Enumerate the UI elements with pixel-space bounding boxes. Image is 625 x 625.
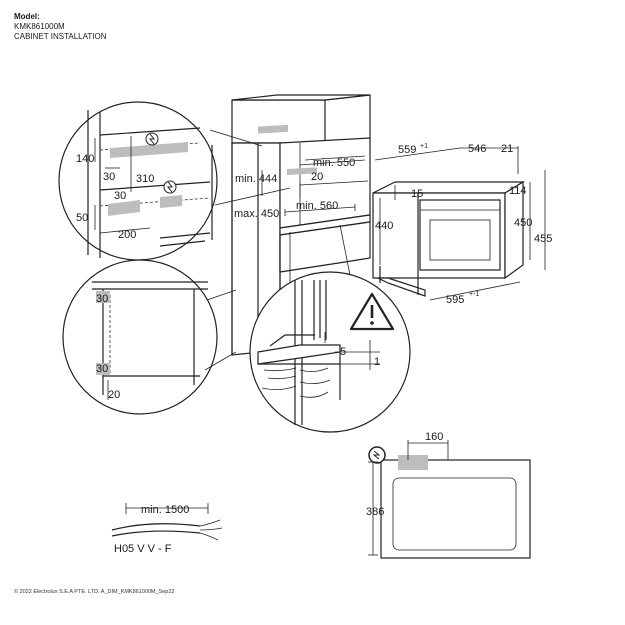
dim-21: 21 bbox=[501, 143, 513, 155]
plug-icon bbox=[163, 180, 177, 194]
cabinet-dimensions: min. 550 20 min. 444 max. 450 min. 560 bbox=[234, 155, 366, 220]
dim-559: 559 bbox=[398, 144, 416, 156]
dim-114: 114 bbox=[509, 185, 527, 197]
oven-dimensions: 559 +1 546 21 15 440 114 450 455 595 +-1 bbox=[374, 143, 552, 306]
dim-min-550: min. 550 bbox=[313, 157, 355, 169]
dim-546: 546 bbox=[468, 143, 486, 155]
dim-30-top: 30 bbox=[96, 293, 108, 305]
connection-drawing: 160 386 bbox=[366, 431, 531, 559]
dim-200: 200 bbox=[118, 229, 136, 241]
dim-386: 386 bbox=[366, 506, 384, 518]
footer-copyright: © 2022 Electrolux S.E.A PTE. LTD. A_DIM_… bbox=[14, 589, 175, 595]
dim-min-1500: min. 1500 bbox=[141, 504, 189, 516]
dim-440: 440 bbox=[375, 220, 393, 232]
section-title: CABINET INSTALLATION bbox=[14, 32, 107, 41]
dim-450: 450 bbox=[514, 217, 532, 229]
dim-max-450: max. 450 bbox=[234, 208, 279, 220]
dim-min-560: min. 560 bbox=[296, 200, 338, 212]
dim-min-444: min. 444 bbox=[235, 173, 277, 185]
model-label: Model: bbox=[14, 12, 40, 21]
cable-drawing: min. 1500 H05 V V - F bbox=[111, 503, 223, 555]
detail-circle-fixing: 5 1 bbox=[249, 271, 411, 433]
detail-circle-top: 140 310 30 30 50 200 bbox=[58, 101, 218, 261]
oven-drawing bbox=[372, 180, 526, 297]
dim-595-sup: +-1 bbox=[469, 291, 479, 298]
dim-30a: 30 bbox=[103, 171, 115, 183]
dim-455: 455 bbox=[534, 233, 552, 245]
dim-1: 1 bbox=[374, 356, 380, 368]
dim-5: 5 bbox=[340, 346, 346, 358]
dim-50: 50 bbox=[76, 212, 88, 224]
dim-20: 20 bbox=[311, 171, 323, 183]
dim-559-sup: +1 bbox=[420, 143, 428, 150]
warning-triangle-icon bbox=[349, 292, 395, 331]
dim-595: 595 bbox=[446, 294, 464, 306]
dim-140: 140 bbox=[76, 153, 94, 165]
dim-310: 310 bbox=[136, 173, 154, 185]
dim-20-side: 20 bbox=[108, 389, 120, 401]
dim-160: 160 bbox=[425, 431, 443, 443]
plug-icon bbox=[145, 132, 159, 146]
model-code: KMK861000M bbox=[14, 22, 65, 31]
cabinet-drawing bbox=[231, 94, 371, 356]
dim-15: 15 bbox=[411, 188, 423, 200]
detail-circle-side: 30 30 20 bbox=[62, 259, 218, 415]
dim-30-bottom: 30 bbox=[96, 363, 108, 375]
dim-30b: 30 bbox=[114, 190, 126, 202]
cable-type: H05 V V - F bbox=[114, 543, 172, 555]
